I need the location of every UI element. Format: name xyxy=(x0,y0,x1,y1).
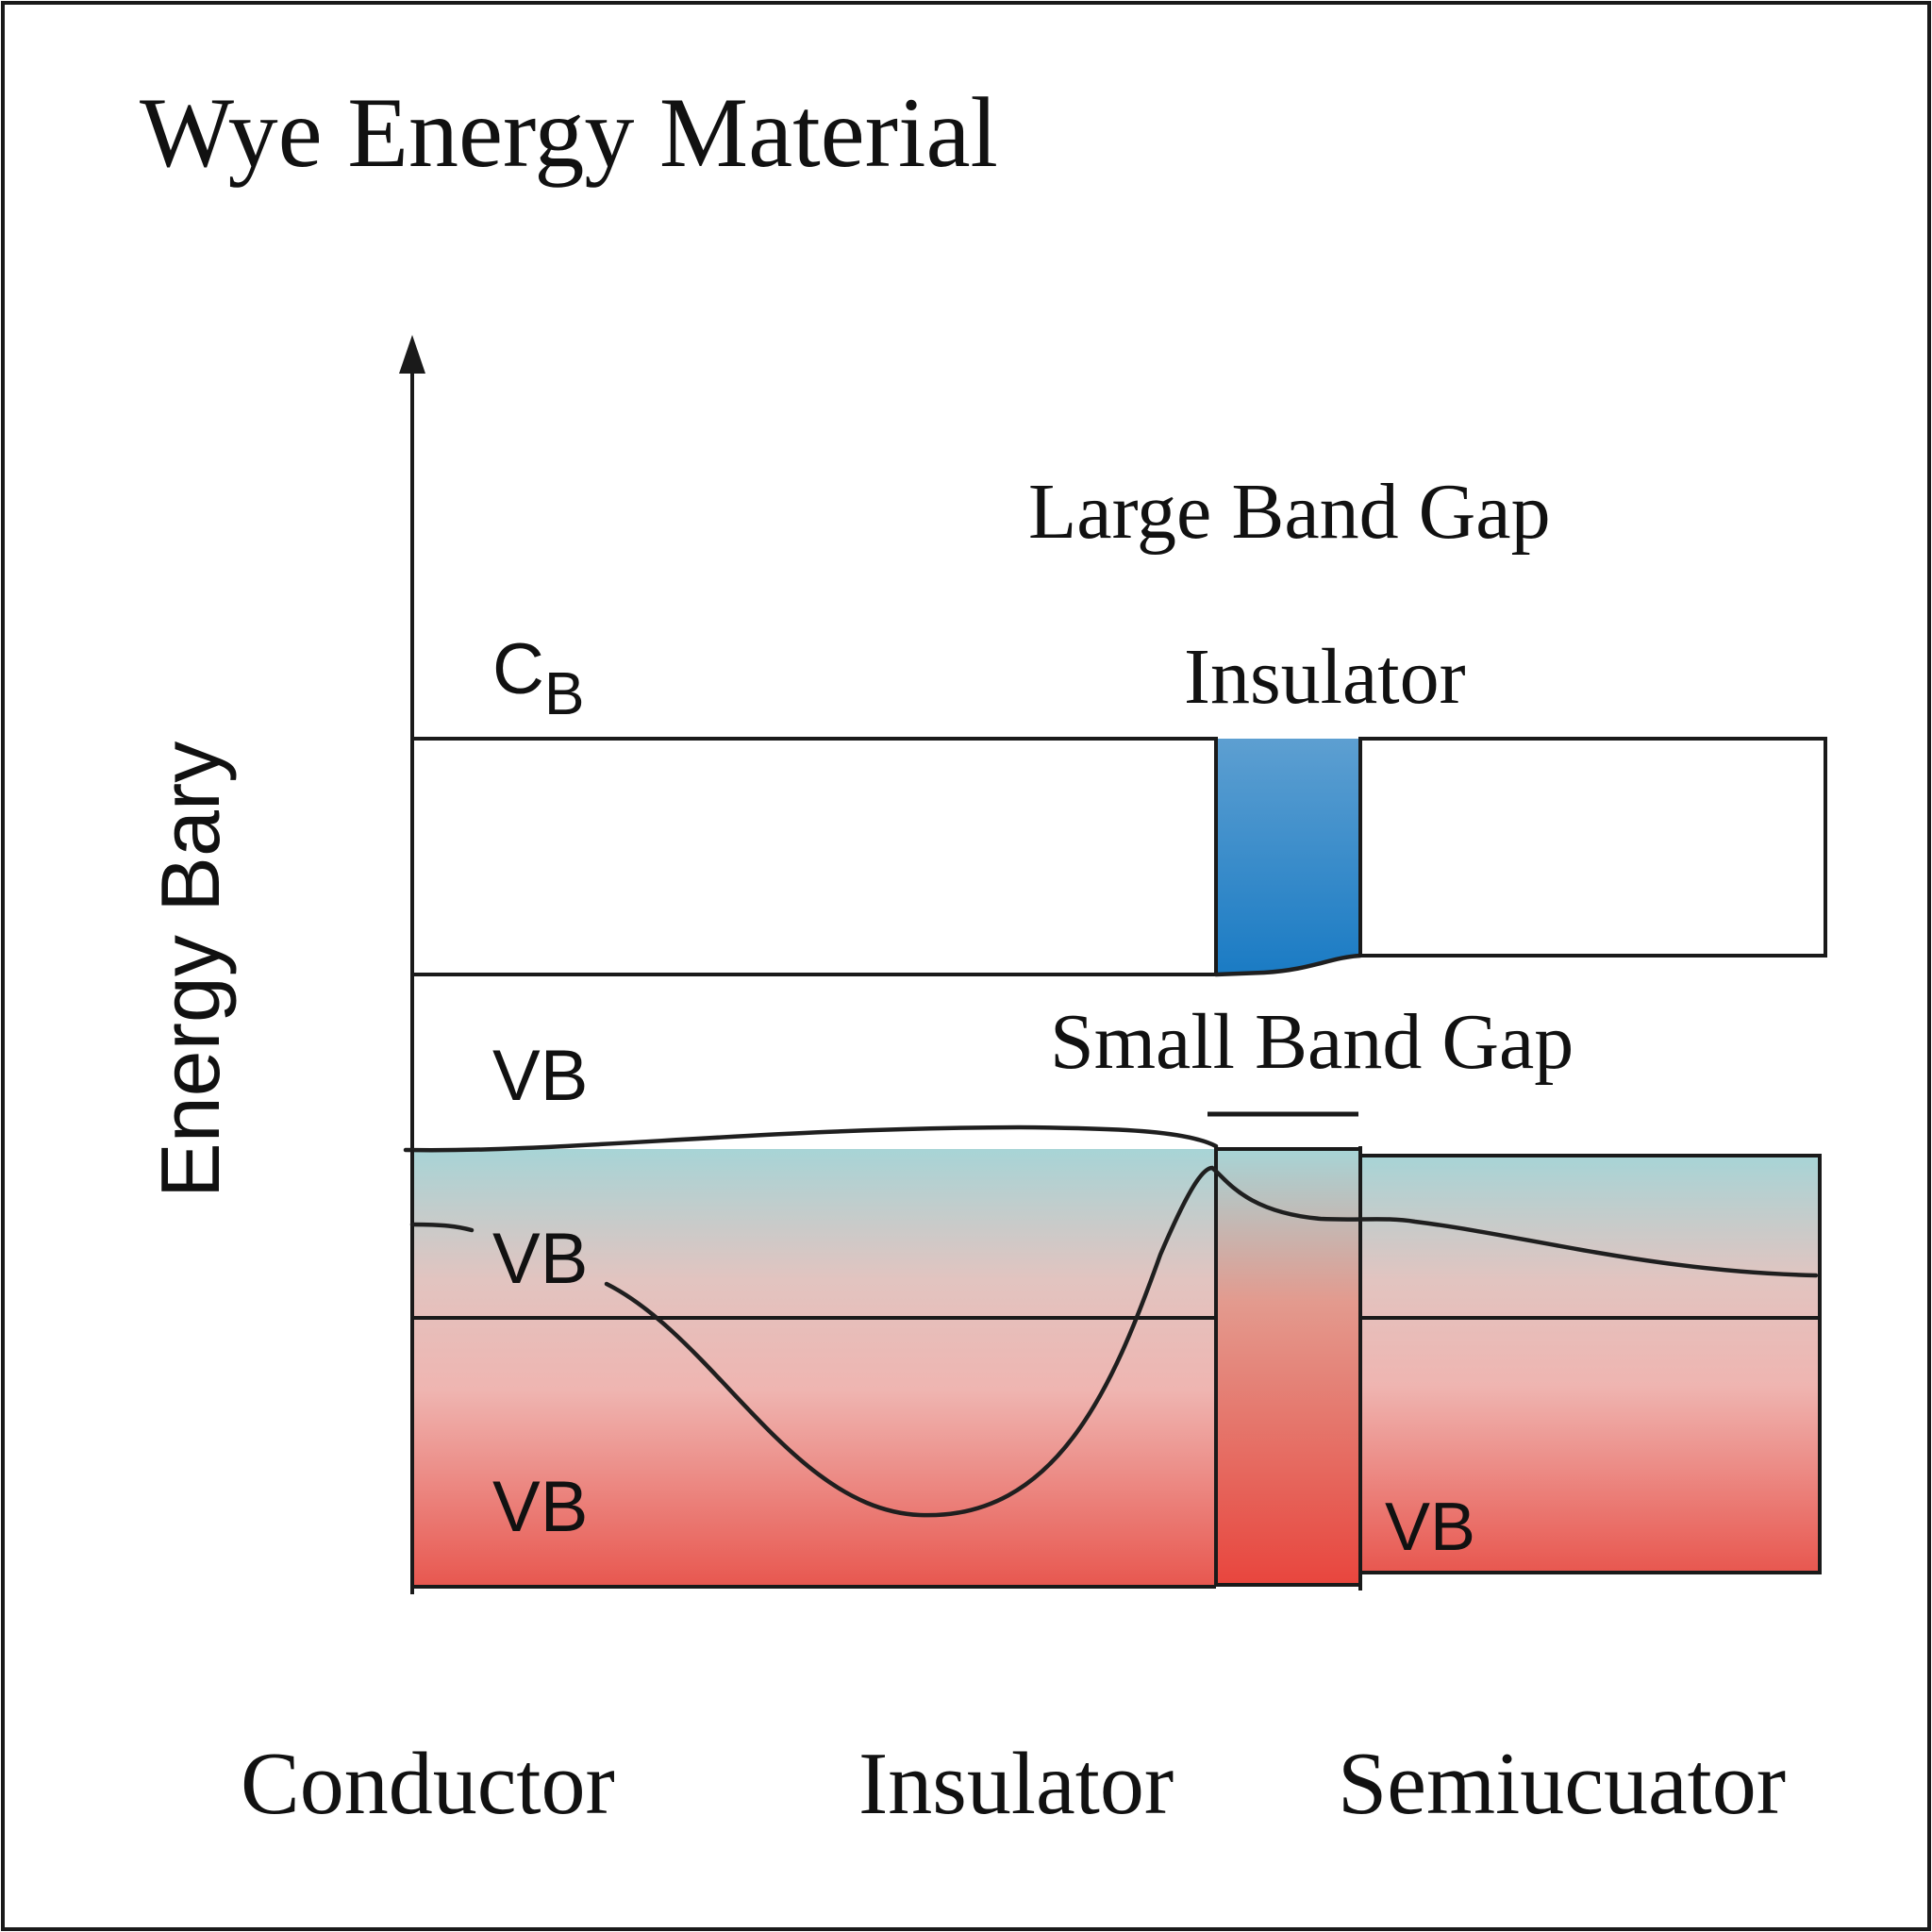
band-curve-dip xyxy=(409,1165,1819,1518)
category-semiconductor: Semiucuator xyxy=(1338,1735,1786,1833)
vb-lower-right-label: VB xyxy=(1385,1490,1475,1565)
large-band-gap-label: Large Band Gap xyxy=(1028,468,1551,556)
conduction-band-conductor xyxy=(410,737,1218,976)
small-band-gap-label: Small Band Gap xyxy=(1050,998,1574,1086)
vb-lower-left-label: VB xyxy=(492,1467,588,1547)
valence-band-conductor xyxy=(412,1149,1216,1587)
vb-top-edge-curve xyxy=(403,1124,1219,1153)
y-axis-label: Energy Bary xyxy=(143,741,237,1198)
diagram-title: Wye Energy Material xyxy=(140,77,998,188)
vb-right-outline xyxy=(1358,1154,1822,1574)
vb-upper-label: VB xyxy=(492,1036,588,1116)
category-conductor: Conductor xyxy=(241,1735,615,1833)
cb-strip-bottom-curve xyxy=(1213,953,1363,977)
category-insulator: Insulator xyxy=(858,1735,1174,1833)
conduction-band-insulator-strip xyxy=(1216,739,1360,974)
cb-label-sub: B xyxy=(544,659,585,727)
insulator-top-label: Insulator xyxy=(1184,633,1466,721)
vb-middle-label: VB xyxy=(492,1219,588,1299)
energy-axis-arrow-icon xyxy=(399,335,425,374)
cb-label-main: C xyxy=(492,629,544,709)
cb-label: CB xyxy=(492,629,585,727)
conduction-band-semiconductor xyxy=(1358,737,1827,958)
valence-band-insulator-strip xyxy=(1216,1149,1360,1587)
